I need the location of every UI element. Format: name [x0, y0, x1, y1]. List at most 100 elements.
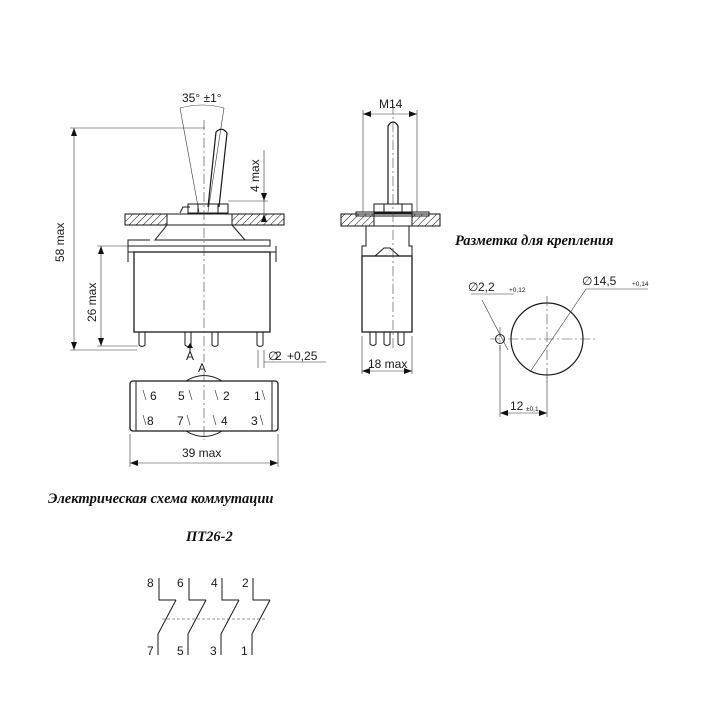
side-pin [397, 332, 405, 346]
pin-label: 5 [178, 389, 185, 403]
bushing-nut [187, 203, 229, 214]
pin-slot [261, 389, 266, 401]
front-view: 35° ±1° A A [53, 91, 326, 375]
arrowhead [71, 342, 77, 350]
contact-group-2-1 [251, 578, 271, 655]
view-a-arrowhead [187, 343, 193, 348]
side-view: M14 18 max [340, 97, 441, 374]
arrowhead [270, 460, 278, 466]
large-hole-tolerance: +0,14 [632, 281, 649, 288]
pin [138, 332, 146, 347]
toggle-lever [207, 128, 228, 208]
arrowhead [261, 214, 267, 222]
mounting-marking: Разметка для крепления ∅ 2,2 +0,12 ∅ 14,… [455, 233, 649, 417]
contact-line [252, 578, 270, 601]
pin-slot [259, 414, 264, 426]
pin [211, 332, 219, 347]
contact-blade [220, 599, 240, 635]
side-bracket [361, 226, 413, 257]
angle-line-right [207, 107, 225, 213]
side-washer [355, 211, 430, 217]
contact-blade [251, 599, 271, 635]
contact-group-6-5 [187, 578, 207, 655]
pin-label: 8 [147, 414, 154, 428]
circuit-heading: Электрическая схема коммутации [48, 491, 274, 507]
terminal-label: 8 [147, 576, 154, 590]
pin-slot [212, 414, 217, 426]
spacing-label: 12 [510, 399, 524, 413]
pin-label: 1 [254, 389, 261, 403]
arrowhead [71, 128, 77, 136]
bottom-view: 6 5 2 1 8 7 4 3 39 max [129, 372, 279, 467]
terminal-label: 1 [241, 644, 248, 658]
bracket-edge [231, 224, 246, 241]
terminal-label: 5 [177, 644, 184, 658]
side-pin [383, 332, 391, 346]
large-hole-leader [529, 288, 587, 373]
contact-group-4-3 [220, 578, 240, 655]
pin [256, 332, 264, 347]
spacing-tolerance: ±0,1 [526, 406, 539, 413]
pin-label: 2 [223, 389, 230, 403]
small-hole-label: 2,2 [478, 280, 495, 294]
arrowhead [130, 460, 138, 466]
model-label: ПТ26-2 [185, 529, 233, 545]
pin-diameter-symbol: ∅ [268, 349, 278, 363]
large-hole-diameter-symbol: ∅ [582, 274, 592, 288]
arrowhead [409, 111, 417, 117]
side-pin [369, 332, 377, 346]
contact-group-8-7 [157, 578, 177, 655]
arrowhead [500, 410, 508, 416]
view-a-arrow-label: A [198, 361, 206, 375]
pin-slot [142, 389, 147, 401]
thread-label: M14 [379, 97, 403, 111]
terminal-label: 2 [242, 576, 249, 590]
pin-slot [186, 414, 191, 426]
large-hole-label: 14,5 [593, 274, 617, 288]
angle-arc [179, 104, 225, 109]
pin-label: 4 [221, 414, 228, 428]
small-hole-diameter-symbol: ∅ [468, 280, 478, 294]
terminal-label: 4 [211, 576, 218, 590]
pin-slot [142, 414, 147, 426]
body-height-label: 26 max [85, 283, 99, 322]
panel-left-section [124, 213, 168, 226]
switch-body [133, 251, 271, 333]
arrowhead [261, 193, 267, 201]
pin-diameter: 2 [275, 349, 282, 363]
pin-labels-bottom: 8 7 4 3 [147, 414, 258, 428]
contact-blade [157, 599, 177, 635]
arrowhead [98, 338, 104, 346]
terminal-label: 3 [210, 644, 217, 658]
terminal-label: 6 [177, 576, 184, 590]
bushing-in-panel [166, 213, 233, 226]
bottom-bump-bottom [185, 430, 223, 437]
lever-base-hook [179, 206, 190, 214]
arrowhead [363, 111, 371, 117]
pin-slot [214, 389, 219, 401]
angle-line-left [179, 107, 200, 213]
arrowhead [404, 368, 412, 374]
pin-label: 6 [150, 389, 157, 403]
pin-slot [188, 389, 193, 401]
view-a-marker: A [186, 349, 194, 363]
angle-label: 35° ±1° [182, 91, 222, 105]
small-hole-tolerance: +0,12 [509, 287, 526, 294]
contact-blade [187, 599, 207, 635]
total-height-label: 58 max [53, 223, 67, 262]
lever-travel-label: 4 max [248, 159, 262, 192]
pin-slots [142, 389, 266, 426]
bottom-width-label: 39 max [182, 446, 221, 460]
front-pins [138, 332, 264, 347]
terminal-label: 7 [147, 644, 154, 658]
contact-line [188, 578, 206, 601]
arrowhead [362, 368, 370, 374]
mounting-heading: Разметка для крепления [455, 233, 613, 249]
side-width-label: 18 max [368, 357, 407, 371]
pin-labels-top: 6 5 2 1 [150, 389, 261, 403]
contact-line [158, 578, 176, 601]
contact-line [221, 578, 239, 601]
pin-label: 3 [251, 414, 258, 428]
